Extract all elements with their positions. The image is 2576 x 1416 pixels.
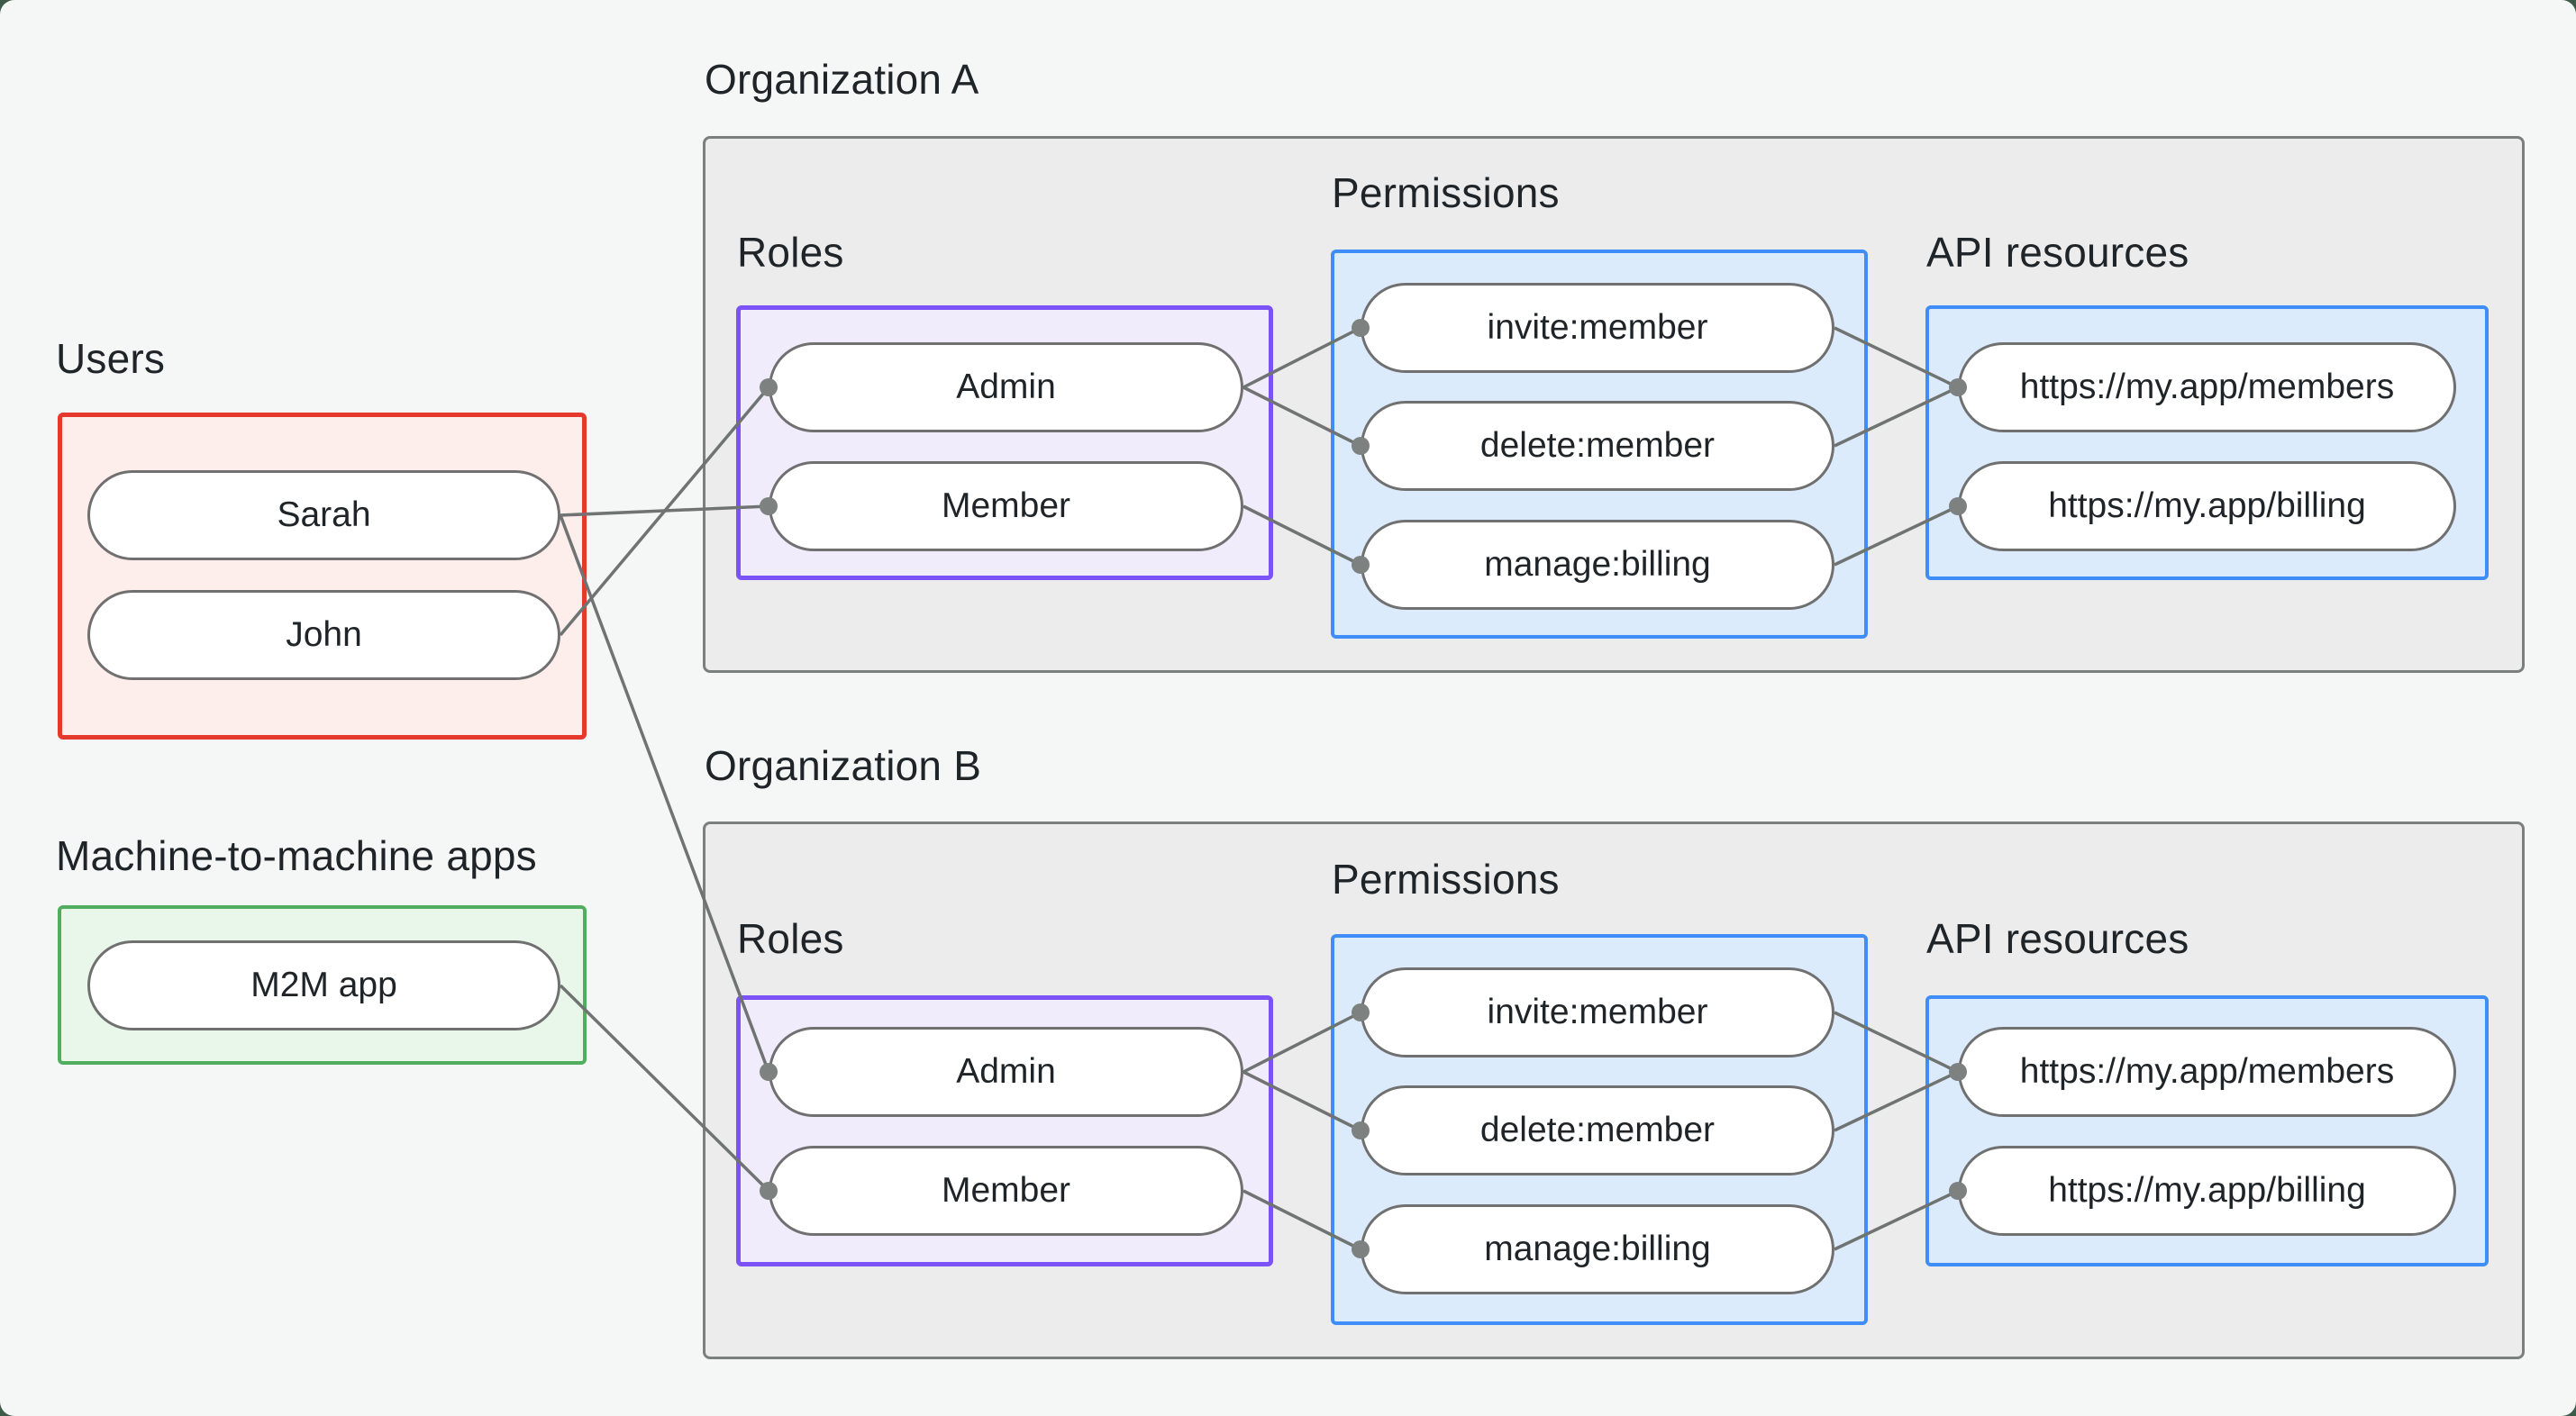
node-org-a-perm-invite-member: invite:member [1361,283,1834,373]
node-user-sarah: Sarah [87,470,560,560]
node-org-a-role-admin: Admin [769,342,1243,432]
users-label: Users [56,335,166,382]
node-org-a-role-member: Member [769,461,1243,551]
org-b-permissions-label: Permissions [1332,856,1560,903]
node-org-a-api-billing: https://my.app/billing [1958,461,2456,551]
node-m2m-app: M2M app [87,940,560,1030]
node-org-b-perm-invite-member: invite:member [1361,967,1834,1057]
node-org-b-role-member: Member [769,1146,1243,1236]
node-org-b-api-members: https://my.app/members [1958,1027,2456,1117]
org-a-api-resources-label: API resources [1926,229,2189,276]
node-org-b-perm-manage-billing: manage:billing [1361,1204,1834,1294]
node-org-b-role-admin: Admin [769,1027,1243,1117]
node-org-a-perm-manage-billing: manage:billing [1361,520,1834,610]
org-a-permissions-label: Permissions [1332,169,1560,216]
node-org-b-perm-delete-member: delete:member [1361,1085,1834,1175]
node-org-a-api-members: https://my.app/members [1958,342,2456,432]
node-user-john: John [87,590,560,680]
users-group-box [58,413,587,740]
org-b-label: Organization B [705,742,982,789]
org-a-label: Organization A [705,56,979,103]
m2m-apps-label: Machine-to-machine apps [56,832,537,879]
org-a-roles-label: Roles [737,229,844,276]
node-org-b-api-billing: https://my.app/billing [1958,1146,2456,1236]
org-b-roles-label: Roles [737,915,844,962]
org-b-api-resources-label: API resources [1926,915,2189,962]
node-org-a-perm-delete-member: delete:member [1361,401,1834,491]
